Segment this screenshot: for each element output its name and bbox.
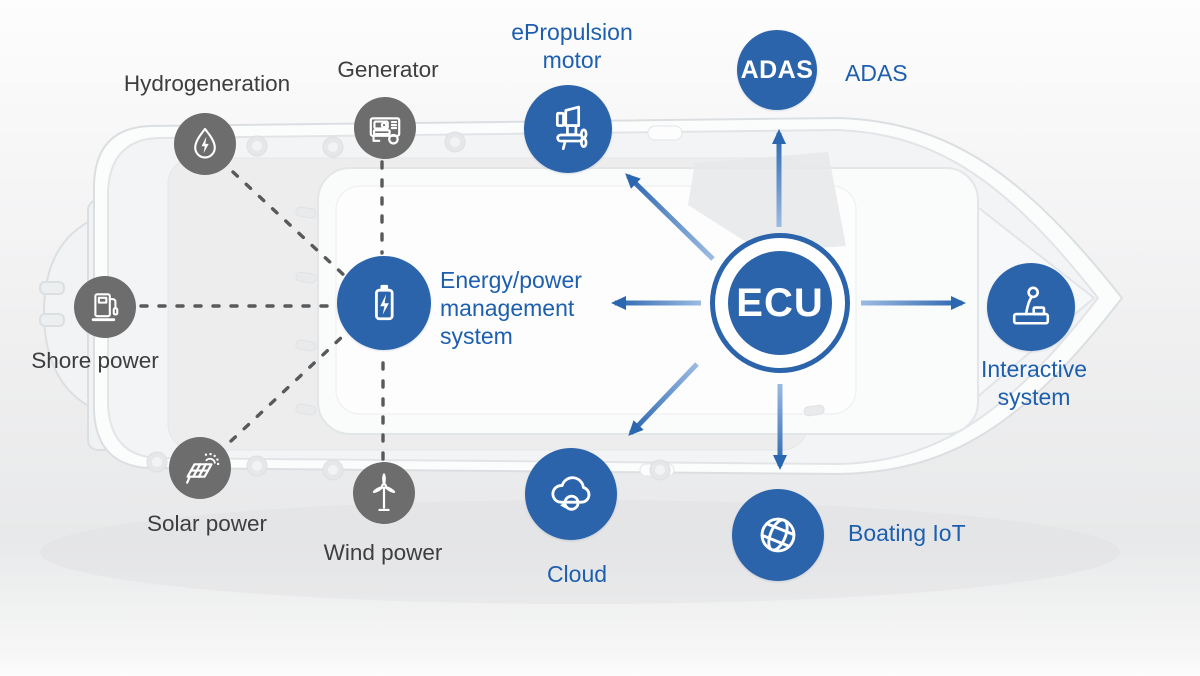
outboard-motor-icon bbox=[555, 105, 588, 151]
iot-label: Boating IoT bbox=[848, 520, 966, 546]
cloud-label: Cloud bbox=[546, 561, 608, 587]
throttle-control-icon bbox=[1012, 286, 1050, 325]
battery-charging-icon bbox=[375, 284, 394, 321]
dashed-link-hydrogeneration-to-energy bbox=[231, 170, 348, 279]
water-drop-bolt-icon bbox=[194, 127, 216, 159]
node-adas: ADAS bbox=[737, 30, 817, 110]
globe-icon bbox=[760, 517, 796, 553]
cloud-sync-icon bbox=[551, 476, 591, 511]
node-solar-power bbox=[169, 437, 231, 499]
dashed-link-solar-to-energy bbox=[229, 334, 345, 443]
adas-badge-text: ADAS bbox=[740, 55, 814, 84]
energy-label: Energy/power management system bbox=[440, 267, 582, 349]
node-epropulsion-motor bbox=[524, 85, 612, 173]
charging-station-icon bbox=[91, 293, 119, 322]
interactive-label: Interactive system bbox=[980, 356, 1088, 410]
boat-fittings bbox=[146, 125, 825, 481]
ecu-label: ECU bbox=[736, 280, 824, 325]
solar-power-label: Solar power bbox=[146, 511, 268, 536]
node-energy-management bbox=[337, 256, 431, 350]
ecu-core-circle: ECU bbox=[728, 251, 832, 355]
node-generator bbox=[354, 97, 416, 159]
arrow-ecu-to-cloud bbox=[628, 362, 699, 436]
boat-console bbox=[688, 152, 846, 252]
wind-power-label: Wind power bbox=[323, 540, 443, 565]
node-ecu: ECU bbox=[710, 233, 850, 373]
hull-shadow bbox=[40, 500, 1120, 604]
node-wind-power bbox=[353, 462, 415, 524]
ecu-arrows bbox=[611, 129, 966, 470]
node-interactive-system bbox=[987, 263, 1075, 351]
shore-power-label: Shore power bbox=[31, 348, 159, 373]
wind-turbine-icon bbox=[372, 473, 396, 512]
adas-label: ADAS bbox=[845, 60, 908, 86]
power-links bbox=[139, 160, 385, 461]
epropulsion-label: ePropulsion motor bbox=[511, 19, 633, 73]
boat-cockpit-liner bbox=[335, 185, 857, 415]
node-shore-power bbox=[74, 276, 136, 338]
node-hydrogeneration bbox=[174, 113, 236, 175]
solar-panel-icon bbox=[186, 452, 220, 484]
hydrogeneration-label: Hydrogeneration bbox=[123, 71, 291, 96]
generator-label: Generator bbox=[337, 57, 439, 82]
arrow-ecu-to-epropulsion bbox=[625, 173, 715, 261]
node-cloud bbox=[525, 448, 617, 540]
portable-generator-icon bbox=[369, 117, 401, 145]
node-boating-iot bbox=[732, 489, 824, 581]
